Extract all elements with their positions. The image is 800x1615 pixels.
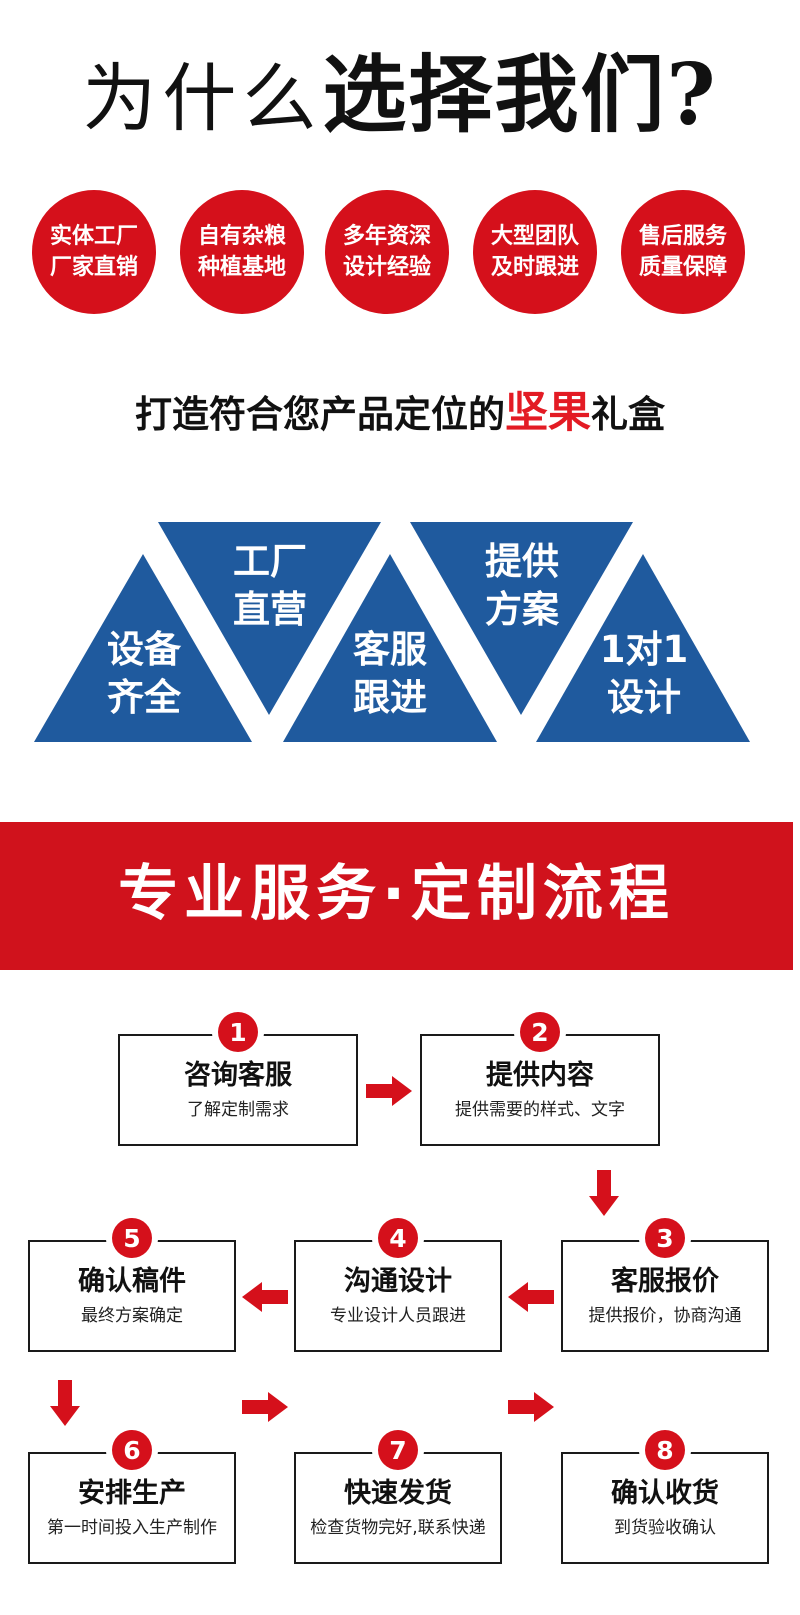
- advantage-line1: 自有杂粮: [197, 224, 286, 249]
- step-desc: 提供报价，协商沟通: [588, 1306, 742, 1326]
- headline-part2: 选择我们?: [322, 45, 718, 144]
- step-title: 安排生产: [78, 1478, 186, 1509]
- subtitle-after: 礼盒: [591, 393, 665, 436]
- process-banner-title: 专业服务·定制流程: [118, 859, 675, 929]
- advantage-line2: 厂家直销: [49, 255, 138, 280]
- headline-part1: 为什么: [82, 56, 323, 142]
- step-title: 确认收货: [611, 1478, 719, 1509]
- step-desc: 最终方案确定: [81, 1306, 183, 1326]
- step-number-2: 2: [520, 1012, 560, 1052]
- step-desc: 检查货物完好,联系快递: [310, 1518, 486, 1538]
- step-box-6: 安排生产 第一时间投入生产制作: [28, 1452, 236, 1564]
- arrow-left-icon: [508, 1282, 554, 1312]
- triangle-design: [536, 554, 750, 742]
- arrow-right-icon: [242, 1392, 288, 1422]
- advantage-circle-base: 自有杂粮 种植基地: [180, 190, 304, 314]
- step-number-6: 6: [112, 1430, 152, 1470]
- triangle-line1: 工厂: [233, 540, 307, 583]
- arrow-down-icon: [589, 1170, 619, 1216]
- step-desc: 第一时间投入生产制作: [47, 1518, 217, 1538]
- step-desc: 提供需要的样式、文字: [455, 1100, 625, 1120]
- service-triangles: [34, 522, 750, 742]
- step-number-3: 3: [645, 1218, 685, 1258]
- arrow-right-icon: [366, 1076, 412, 1106]
- step-title: 沟通设计: [344, 1266, 452, 1297]
- triangle-label-factory: 工厂 直营: [190, 538, 350, 634]
- step-number-7: 7: [378, 1430, 418, 1470]
- step-box-4: 沟通设计 专业设计人员跟进: [294, 1240, 502, 1352]
- advantage-line2: 设计经验: [342, 255, 431, 280]
- arrow-right-icon: [508, 1392, 554, 1422]
- step-box-3: 客服报价 提供报价，协商沟通: [561, 1240, 769, 1352]
- step-number-8: 8: [645, 1430, 685, 1470]
- triangle-label-plan: 提供 方案: [442, 538, 602, 634]
- triangle-line2: 直营: [233, 588, 307, 631]
- arrow-down-icon: [50, 1380, 80, 1426]
- step-title: 提供内容: [486, 1060, 594, 1091]
- triangle-line2: 方案: [485, 588, 559, 631]
- triangle-line2: 齐全: [107, 676, 181, 719]
- step-desc: 专业设计人员跟进: [330, 1306, 466, 1326]
- step-number-4: 4: [378, 1218, 418, 1258]
- triangle-line1: 提供: [485, 540, 559, 583]
- triangle-service: [283, 554, 497, 742]
- triangle-line1: 1对1: [599, 628, 689, 671]
- step-title: 快速发货: [344, 1478, 452, 1509]
- advantage-line1: 大型团队: [490, 224, 579, 249]
- step-desc: 到货验收确认: [614, 1518, 716, 1538]
- advantage-line2: 质量保障: [638, 255, 727, 280]
- step-title: 客服报价: [611, 1266, 719, 1297]
- triangle-label-design: 1对1 设计: [564, 626, 724, 722]
- triangle-label-service: 客服 跟进: [310, 626, 470, 722]
- advantage-circle-team: 大型团队 及时跟进: [473, 190, 597, 314]
- triangle-line1: 客服: [353, 628, 427, 671]
- triangle-factory: [158, 522, 381, 715]
- advantage-line2: 及时跟进: [490, 255, 579, 280]
- advantage-line1: 实体工厂: [49, 224, 138, 249]
- triangle-line2: 跟进: [353, 676, 427, 719]
- triangle-plan: [410, 522, 633, 715]
- step-number-5: 5: [112, 1218, 152, 1258]
- arrow-left-icon: [242, 1282, 288, 1312]
- advantage-circle-experience: 多年资深 设计经验: [325, 190, 449, 314]
- step-title: 咨询客服: [184, 1060, 292, 1091]
- step-desc: 了解定制需求: [187, 1100, 289, 1120]
- page-headline: 为什么选择我们?: [0, 40, 800, 174]
- step-box-8: 确认收货 到货验收确认: [561, 1452, 769, 1564]
- advantage-circle-factory: 实体工厂 厂家直销: [32, 190, 156, 314]
- advantage-line1: 售后服务: [638, 224, 727, 249]
- nut-gift-box-subtitle: 打造符合您产品定位的坚果礼盒: [0, 388, 800, 440]
- triangle-label-equipment: 设备 齐全: [64, 626, 224, 722]
- advantage-line1: 多年资深: [342, 224, 431, 249]
- subtitle-highlight: 坚果: [505, 388, 591, 438]
- advantage-line2: 种植基地: [197, 255, 286, 280]
- triangle-line1: 设备: [107, 628, 181, 671]
- step-box-1: 咨询客服 了解定制需求: [118, 1034, 358, 1146]
- subtitle-before: 打造符合您产品定位的: [135, 393, 505, 436]
- triangle-line2: 设计: [607, 676, 681, 719]
- process-banner: [0, 822, 793, 970]
- advantage-circle-aftersales: 售后服务 质量保障: [621, 190, 745, 314]
- step-box-7: 快速发货 检查货物完好,联系快递: [294, 1452, 502, 1564]
- triangle-equipment: [34, 554, 252, 742]
- step-number-1: 1: [218, 1012, 258, 1052]
- step-box-2: 提供内容 提供需要的样式、文字: [420, 1034, 660, 1146]
- step-title: 确认稿件: [78, 1266, 186, 1297]
